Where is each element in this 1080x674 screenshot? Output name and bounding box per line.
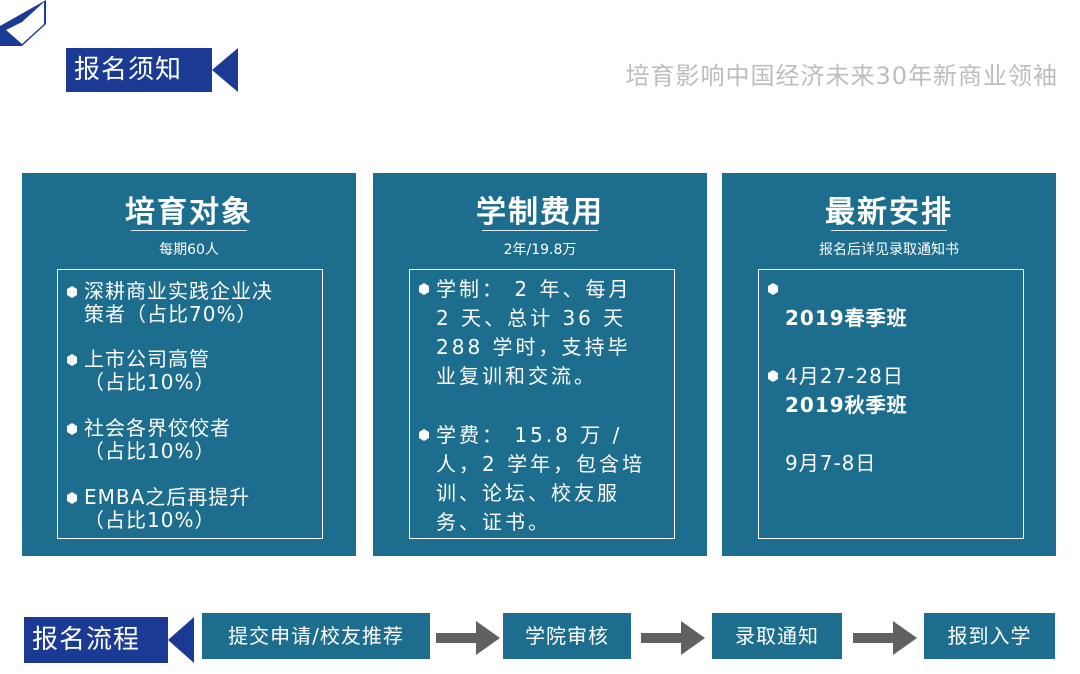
step-enroll: 报到入学 xyxy=(924,613,1055,659)
slogan: 培育影响中国经济未来30年新商业领袖 xyxy=(625,62,1058,90)
panel-title: 最新安排 xyxy=(825,195,953,230)
list-item: 学制： 2 年、每月 2 天、总计 36 天 288 学时，支持毕 业复训和交流… xyxy=(418,275,670,391)
list-item: 社会各界佼佼者 （占比10%） xyxy=(66,417,318,463)
list-item-text: 学费： 15.8 万 / 人，2 学年，包含培 训、论坛、校友服 务、证书。 xyxy=(436,423,646,534)
panel-subtitle: 报名后详见录取通知书 xyxy=(819,242,959,258)
list-item-text: 学制： 2 年、每月 2 天、总计 36 天 288 学时，支持毕 业复训和交流… xyxy=(436,277,632,388)
panel-latest-schedule: 最新安排 报名后详见录取通知书 2019春季班 4月27-28日 2019秋季班… xyxy=(722,173,1056,556)
notice-tag: 报名须知 xyxy=(66,48,238,92)
title-underline xyxy=(831,230,947,231)
list-item-text: EMBA之后再提升 （占比10%） xyxy=(84,485,251,532)
right-arrow-icon xyxy=(641,621,705,655)
panel-content-box: 深耕商业实践企业决 策者（占比70%） 上市公司高管 （占比10%） 社会各界佼… xyxy=(57,269,323,539)
panel-content-box: 学制： 2 年、每月 2 天、总计 36 天 288 学时，支持毕 业复训和交流… xyxy=(409,269,675,539)
hexagon-bullet-icon xyxy=(419,429,429,441)
title-underline xyxy=(482,230,598,231)
class-date: 4月27-28日 xyxy=(785,364,904,388)
hexagon-bullet-icon xyxy=(768,283,778,295)
list-item-text: 社会各界佼佼者 （占比10%） xyxy=(84,416,231,463)
class-name: 2019秋季班 xyxy=(785,393,908,417)
hexagon-bullet-icon xyxy=(67,492,77,504)
hexagon-bullet-icon xyxy=(67,354,77,366)
step-apply: 提交申请/校友推荐 xyxy=(202,613,430,659)
class-name: 2019春季班 xyxy=(785,306,908,330)
class-date: 9月7-8日 xyxy=(785,451,877,475)
panel-title: 学制费用 xyxy=(476,195,604,230)
step-admission: 录取通知 xyxy=(712,613,842,659)
list-item: EMBA之后再提升 （占比10%） xyxy=(66,486,318,532)
panel-title: 培育对象 xyxy=(125,195,253,230)
panel-target-audience: 培育对象 每期60人 深耕商业实践企业决 策者（占比70%） 上市公司高管 （占… xyxy=(22,173,356,556)
right-arrow-icon xyxy=(853,621,917,655)
list-item: 学费： 15.8 万 / 人，2 学年，包含培 训、论坛、校友服 务、证书。 xyxy=(418,421,670,537)
hexagon-bullet-icon xyxy=(419,283,429,295)
hexagon-bullet-icon xyxy=(67,286,77,298)
hexagon-bullet-icon xyxy=(67,423,77,435)
list-item: 上市公司高管 （占比10%） xyxy=(66,348,318,394)
panel-subtitle: 2年/19.8万 xyxy=(503,242,577,258)
hexagon-bullet-icon xyxy=(768,370,778,382)
list-item: 2019春季班 4月27-28日 xyxy=(767,275,1019,391)
list-item: 2019秋季班 9月7-8日 xyxy=(767,362,1019,478)
panel-subtitle: 每期60人 xyxy=(159,242,219,258)
step-review: 学院审核 xyxy=(503,613,631,659)
panel-duration-fees: 学制费用 2年/19.8万 学制： 2 年、每月 2 天、总计 36 天 288… xyxy=(373,173,707,556)
title-underline xyxy=(131,230,247,231)
list-item-text: 深耕商业实践企业决 策者（占比70%） xyxy=(84,279,273,326)
list-item: 深耕商业实践企业决 策者（占比70%） xyxy=(66,280,318,326)
process-tag: 报名流程 xyxy=(24,617,194,663)
panel-content-box: 2019春季班 4月27-28日 2019秋季班 9月7-8日 xyxy=(758,269,1024,539)
corner-chevron-icon xyxy=(0,0,46,46)
list-item-text: 上市公司高管 （占比10%） xyxy=(84,347,216,394)
right-arrow-icon xyxy=(436,621,500,655)
